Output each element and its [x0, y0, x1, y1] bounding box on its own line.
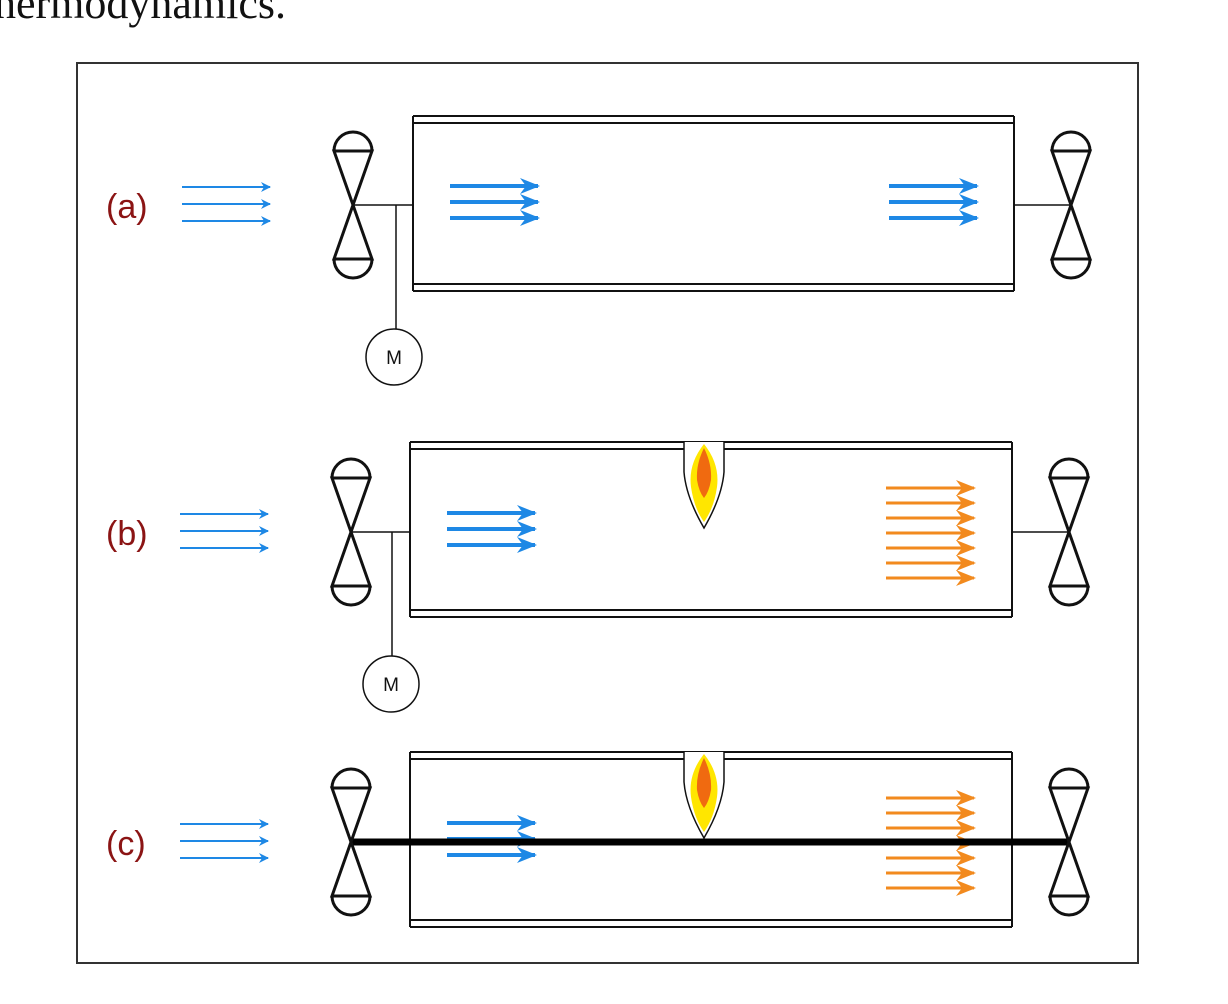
panel-b: (b) — [106, 441, 1091, 713]
panel-a-duct-inlet-arrows — [450, 178, 540, 226]
panel-b-burner — [683, 442, 725, 530]
panel-b-turbine-fan — [1047, 457, 1091, 607]
panel-b-inlet-arrows — [180, 509, 269, 553]
panel-c-label: (c) — [106, 825, 146, 863]
panel-b-label: (b) — [106, 515, 148, 553]
figure-frame — [76, 62, 1139, 964]
panel-b-motor-label: M — [383, 675, 399, 696]
panel-a: (a) — [106, 115, 1093, 386]
panel-b-compressor-fan — [329, 457, 373, 607]
panel-a-shafts — [353, 204, 1071, 329]
panel-a-turbine-fan — [1049, 130, 1093, 280]
panel-a-label: (a) — [106, 188, 148, 226]
panel-a-motor-label: M — [386, 348, 402, 369]
partial-heading-text: hermodynamics. — [0, 0, 287, 28]
panel-b-hot-outlet-arrows — [886, 480, 976, 586]
panel-a-inlet-arrows — [182, 182, 271, 226]
panel-a-motor: M — [365, 328, 423, 386]
panel-c-inlet-arrows — [180, 819, 269, 863]
panel-b-motor: M — [362, 655, 420, 713]
panel-a-duct-outlet-arrows — [889, 178, 979, 226]
panel-a-compressor-fan — [331, 130, 375, 280]
panel-b-duct-inlet-arrows — [447, 505, 537, 553]
panel-b-shafts — [351, 531, 1069, 656]
panel-c-compressor-fan — [329, 767, 373, 917]
panel-c-burner — [683, 752, 725, 840]
panel-a-duct — [412, 115, 1015, 292]
panel-c: (c) — [106, 751, 1091, 928]
panel-c-turbine-fan — [1047, 767, 1091, 917]
